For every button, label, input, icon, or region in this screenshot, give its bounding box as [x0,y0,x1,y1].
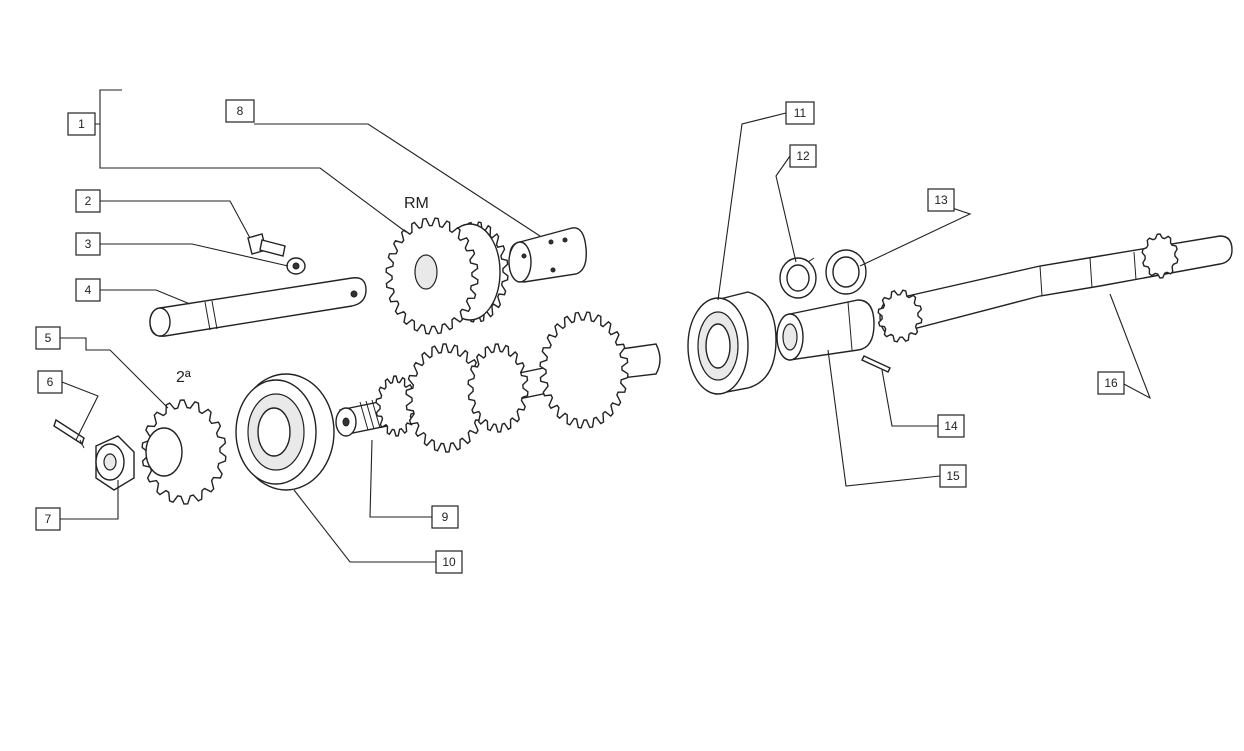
callout-10-label: 10 [442,555,456,569]
callout-16-label: 16 [1104,376,1118,390]
callout-15: 15 [939,464,967,488]
callout-9-label: 9 [442,510,449,524]
part-8-bushing [508,227,587,283]
part-16-output-shaft [877,233,1233,343]
output-shaft-spline-rear [1141,233,1179,279]
callout-9: 9 [431,505,459,529]
callout-3: 3 [75,232,101,256]
callout-12: 12 [789,144,817,168]
callout-6: 6 [37,370,63,394]
callout-15-label: 15 [946,469,960,483]
part-9-main-shaft [335,311,661,453]
callout-2-label: 2 [85,194,92,208]
callout-5: 5 [35,326,61,350]
part-4-pin [149,277,367,337]
callout-11-label: 11 [794,106,807,120]
callout-16: 16 [1097,371,1125,395]
callout-12-label: 12 [796,149,810,163]
part-11-bearing [687,291,777,395]
callout-5-label: 5 [45,331,52,345]
second-gear-label: 2ª [176,369,191,386]
part-14-pin [861,355,891,373]
callout-13: 13 [927,188,955,212]
part-1-reverse-gear [385,217,509,335]
callout-4-label: 4 [85,283,92,297]
callout-10: 10 [435,550,463,574]
callout-8-label: 8 [237,104,244,118]
callout-7: 7 [35,507,61,531]
callout-14-label: 14 [944,419,958,433]
main-shaft-gear-a [405,343,487,453]
callout-11: 11 [785,101,815,125]
callout-1-label: 1 [78,117,85,131]
output-shaft-spline-front [877,289,923,343]
callout-7-label: 7 [45,512,52,526]
part-15-sleeve [776,299,875,361]
callout-1: 1 [67,112,96,136]
part-13-ring [825,249,867,295]
callout-2: 2 [75,189,101,213]
callout-13-label: 13 [934,193,948,207]
part-2-bolt [247,233,286,257]
callout-14: 14 [937,414,965,438]
callout-8: 8 [225,99,255,123]
callout-3-label: 3 [85,237,92,251]
part-10-bearing [235,373,335,491]
part-7-castle-nut [95,435,135,491]
part-3-washer [286,257,306,275]
main-shaft-gear-b [467,343,529,433]
callout-4: 4 [75,278,101,302]
part-12-snap-ring [779,257,817,299]
callout-6-label: 6 [47,375,54,389]
main-shaft-gear-c [539,311,629,429]
reverse-gear-label: RM [404,195,429,212]
part-5-second-gear [141,399,227,505]
